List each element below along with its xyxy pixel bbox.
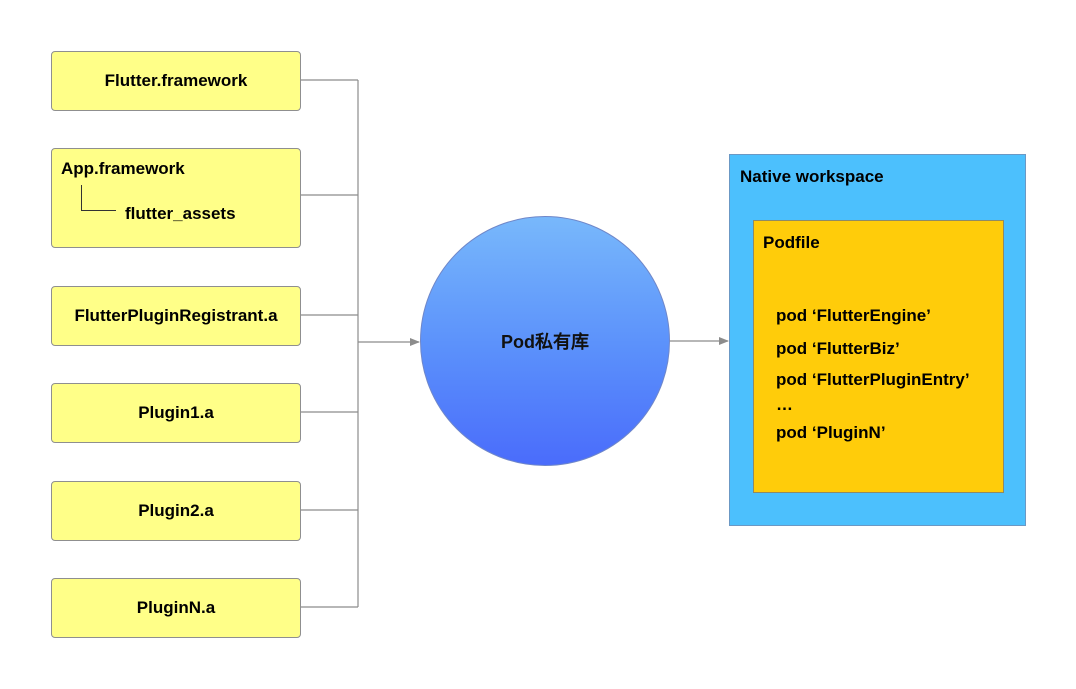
pluginN-label: PluginN.a — [136, 598, 216, 617]
tree-connector — [81, 185, 116, 211]
pod-repo-label: Pod私有库 — [501, 332, 589, 352]
podfile-box: Podfile pod ‘FlutterEngine’ pod ‘Flutter… — [753, 220, 1004, 493]
plugin1-box: Plugin1.a — [51, 383, 301, 443]
pod-line-flutter-biz: pod ‘FlutterBiz’ — [776, 339, 900, 358]
flutter-framework-box: Flutter.framework — [51, 51, 301, 111]
native-workspace-title: Native workspace — [740, 167, 884, 186]
pluginN-box: PluginN.a — [51, 578, 301, 638]
flutter-framework-label: Flutter.framework — [104, 71, 248, 90]
flutter-assets-label: flutter_assets — [125, 204, 236, 223]
pod-line-ellipsis: … — [776, 395, 793, 414]
pod-line-flutter-engine: pod ‘FlutterEngine’ — [776, 306, 931, 325]
plugin2-label: Plugin2.a — [138, 501, 214, 520]
app-framework-label: App.framework — [61, 159, 185, 178]
pod-line-flutter-plugin-entry: pod ‘FlutterPluginEntry’ — [776, 370, 970, 389]
podfile-title: Podfile — [763, 233, 820, 252]
pod-repo-circle: Pod私有库 — [420, 216, 670, 466]
native-workspace-box: Native workspace Podfile pod ‘FlutterEng… — [729, 154, 1026, 526]
plugin2-box: Plugin2.a — [51, 481, 301, 541]
plugin1-label: Plugin1.a — [138, 403, 214, 422]
flutter-plugin-registrant-label: FlutterPluginRegistrant.a — [74, 306, 278, 325]
flutter-plugin-registrant-box: FlutterPluginRegistrant.a — [51, 286, 301, 346]
app-framework-box: App.framework flutter_assets — [51, 148, 301, 248]
pod-line-pluginN: pod ‘PluginN’ — [776, 423, 886, 442]
